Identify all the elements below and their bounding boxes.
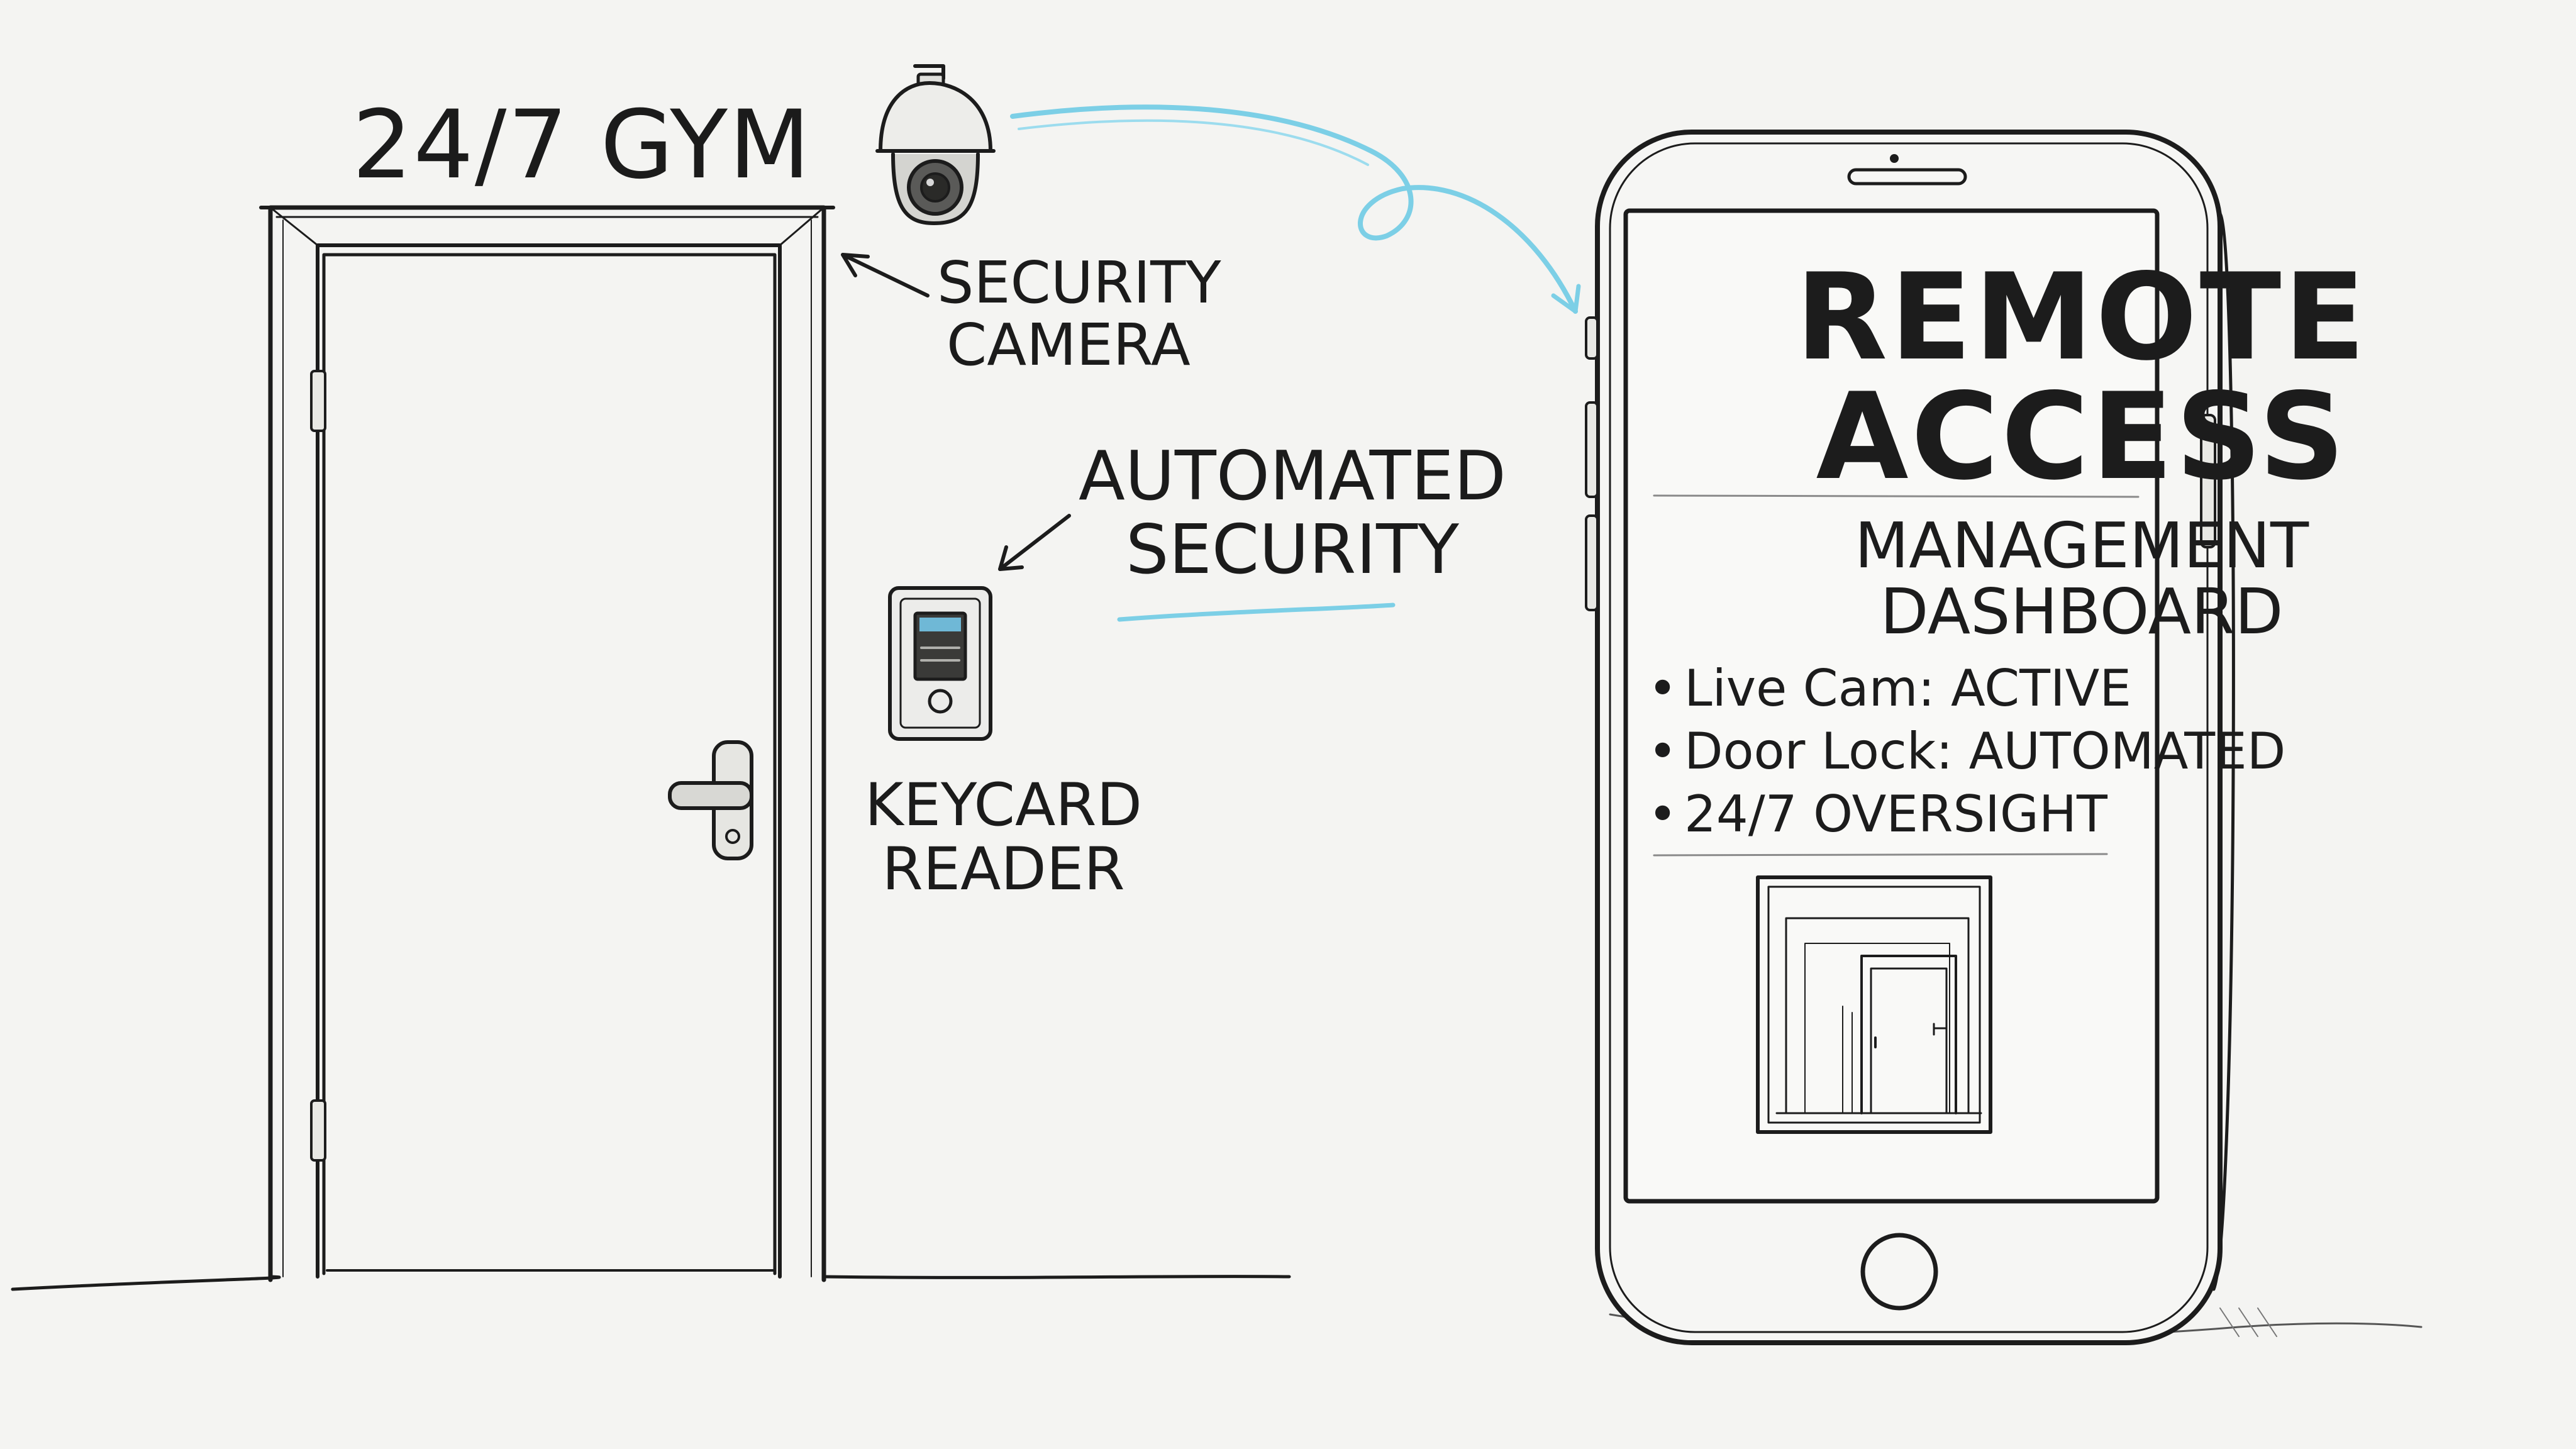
camera-arrow [841,253,930,297]
list-item: •24/7 OVERSIGHT [1648,785,2107,843]
security-camera-label: SECURITY CAMERA [937,252,1221,377]
automated-arrow [998,514,1071,571]
dashboard-subtitle-line2: DASHBOARD [1880,575,2284,648]
door-frame [259,205,835,1282]
automated-security-label: AUTOMATED SECURITY [1079,440,1506,587]
status-oversight: 24/7 OVERSIGHT [1684,785,2107,843]
gym-sign: 24/7 GYM [352,91,812,200]
security-camera-label-line1: SECURITY [937,249,1221,316]
keycard-reader-icon [888,586,992,741]
remote-access-title: REMOTE ACCESS [1635,258,2528,497]
dashboard-subtitle: MANAGEMENT DASHBOARD [1635,513,2528,645]
hinge-top [310,370,326,432]
live-cam-thumbnail [1756,875,1992,1134]
wireless-link [1010,104,1578,314]
accent-underline [1117,602,1396,622]
keycard-reader-label-line2: READER [882,835,1125,904]
keycard-reader-label: KEYCARD READER [865,774,1142,901]
remote-access-title-line1: REMOTE [1795,248,2368,387]
door-handle-icon [668,740,753,860]
automated-security-label-line1: AUTOMATED [1079,437,1506,516]
automated-security-label-line2: SECURITY [1125,510,1460,589]
status-live-cam: Live Cam: ACTIVE [1684,659,2131,718]
security-camera-label-line2: CAMERA [947,311,1191,379]
status-door-lock: Door Lock: AUTOMATED [1684,722,2286,780]
list-item: •Door Lock: AUTOMATED [1648,722,2286,780]
floor-line [11,1275,1291,1291]
dashboard-subtitle-line1: MANAGEMENT [1854,509,2309,582]
dashboard-status-list: •Live Cam: ACTIVE •Door Lock: AUTOMATED … [1648,657,2285,846]
list-item: •Live Cam: ACTIVE [1648,659,2131,718]
security-camera-icon [875,64,996,225]
door [310,253,777,1275]
hinge-bottom [310,1099,326,1162]
remote-access-title-line2: ACCESS [1816,367,2348,506]
keycard-reader-label-line1: KEYCARD [865,771,1142,840]
home-button-icon [1860,1233,1938,1311]
